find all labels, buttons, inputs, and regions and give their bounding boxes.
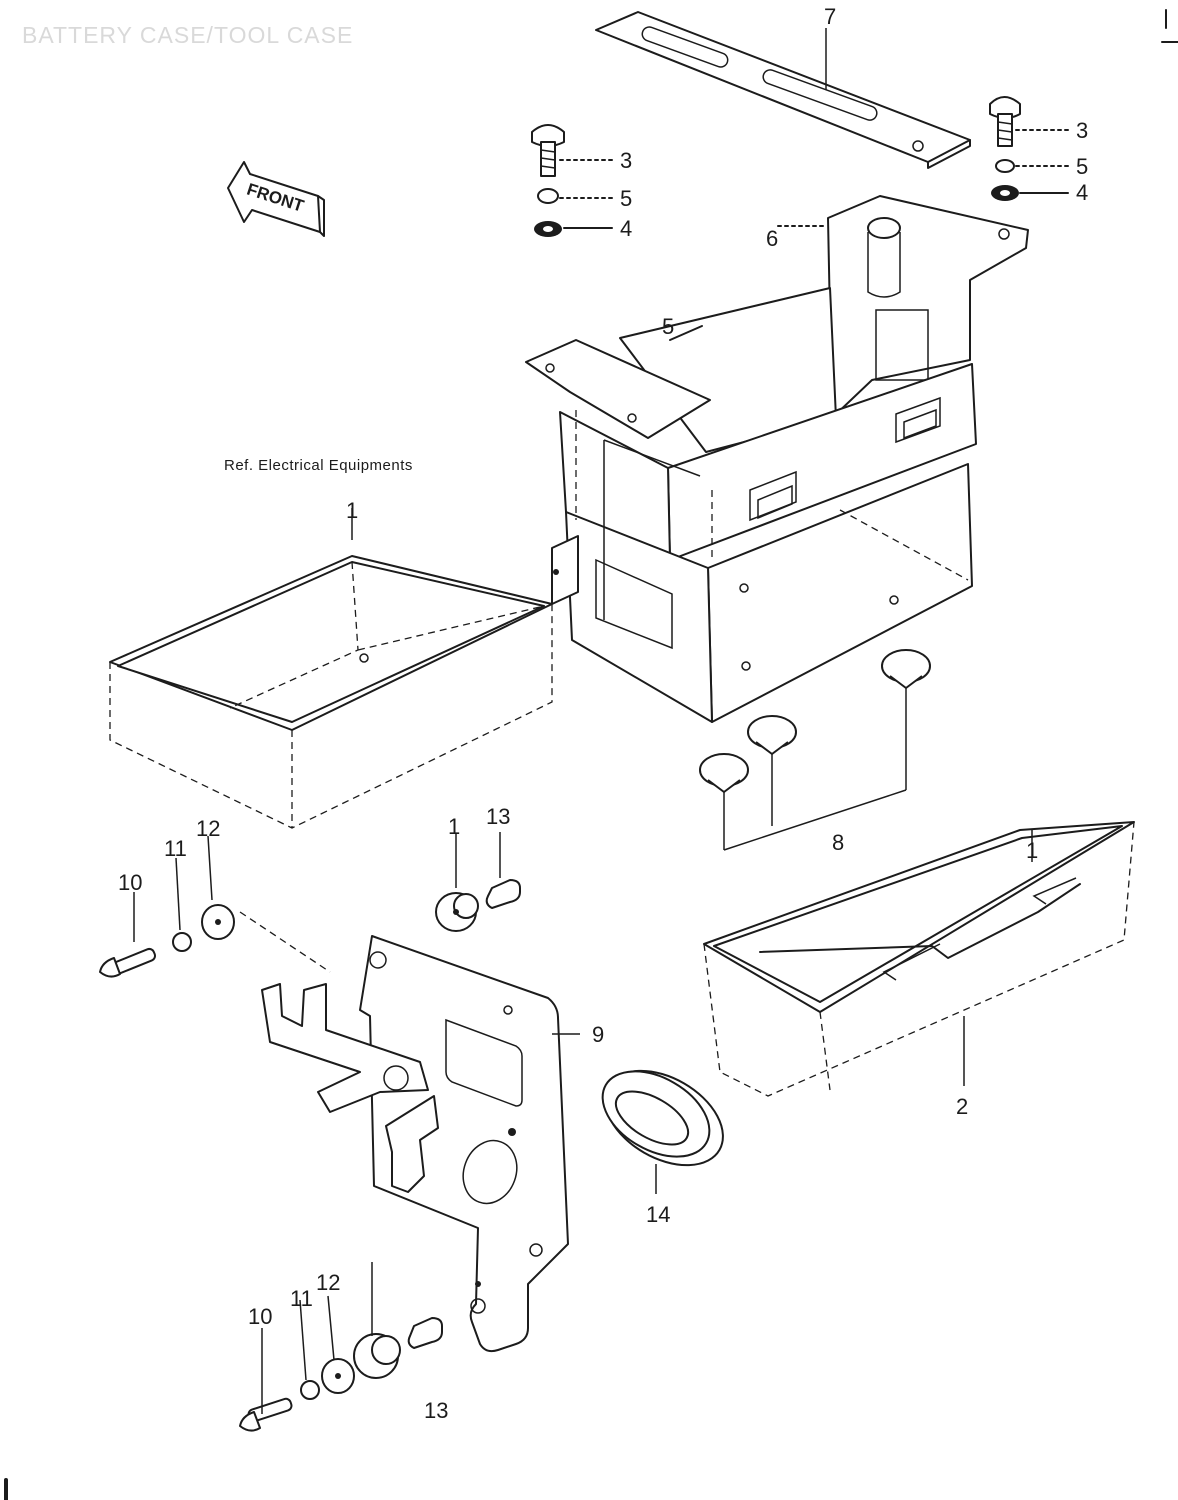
callout-5-case: 5 <box>662 314 674 339</box>
callout-1-toolcase: 1 <box>1026 838 1038 863</box>
callout-2: 2 <box>956 1094 968 1119</box>
upper-fastener-set <box>99 832 521 978</box>
callout-10-lower: 10 <box>248 1304 272 1329</box>
part-9-mounting-plate <box>261 935 580 1353</box>
callout-10-upper: 10 <box>118 870 142 895</box>
callout-3-right: 3 <box>1076 118 1088 143</box>
callout-12-upper: 12 <box>196 816 220 841</box>
part-6-battery-case <box>525 195 1029 723</box>
callout-12-lower: 12 <box>316 1270 340 1295</box>
callout-4-left: 4 <box>620 216 632 241</box>
callout-9: 9 <box>592 1022 604 1047</box>
callout-13-lower: 13 <box>424 1398 448 1423</box>
callout-11-lower: 11 <box>290 1286 313 1311</box>
callout-labels: 7 3 5 4 3 5 4 6 5 1 8 1 10 11 12 1 13 9 … <box>118 4 1088 1423</box>
callout-6: 6 <box>766 226 778 251</box>
part-8-rubber-bumpers <box>699 649 931 851</box>
part-1-tray <box>109 508 553 829</box>
callout-13-upper: 13 <box>486 804 510 829</box>
callout-1-tray: 1 <box>346 498 358 523</box>
callout-5-right: 5 <box>1076 154 1088 179</box>
diagram-header-title: BATTERY CASE/TOOL CASE <box>22 22 354 48</box>
page-edge-marks <box>4 9 1178 1500</box>
right-mounting-hardware <box>989 96 1069 201</box>
callout-7: 7 <box>824 4 836 29</box>
callout-1-upper-collar: 1 <box>448 814 460 839</box>
callout-14: 14 <box>646 1202 670 1227</box>
lower-fastener-set <box>239 1262 443 1432</box>
left-mounting-hardware <box>531 124 613 237</box>
callout-4-right: 4 <box>1076 180 1088 205</box>
callout-3-left: 3 <box>620 148 632 173</box>
part-14-grommet <box>601 1069 724 1194</box>
callout-5-left: 5 <box>620 186 632 211</box>
callout-11-upper: 11 <box>164 836 187 861</box>
part-2-tool-case <box>703 821 1135 1097</box>
front-arrow-icon: FRONT <box>227 161 325 237</box>
part-7-strap <box>595 11 971 169</box>
callout-8: 8 <box>832 830 844 855</box>
reference-note: Ref. Electrical Equipments <box>224 457 413 474</box>
